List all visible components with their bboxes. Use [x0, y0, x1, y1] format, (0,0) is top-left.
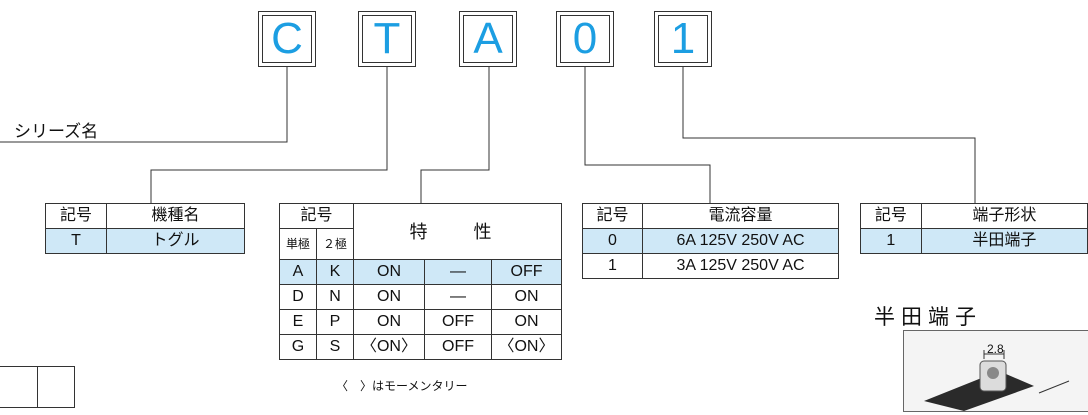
series-label: シリーズ名: [14, 122, 99, 142]
cell: G: [279, 334, 317, 360]
cell: 1: [582, 253, 643, 279]
code-box-1: C: [258, 11, 316, 67]
cell: 3A 125V 250V AC: [642, 253, 839, 279]
cell: 〈ON〉: [491, 334, 562, 360]
cell: ON: [353, 259, 425, 285]
table-row: 1 半田端子: [860, 228, 1088, 254]
solder-terminal-title: 半田端子: [874, 305, 982, 329]
cell: P: [316, 309, 354, 335]
header-symbol: 記号: [582, 203, 643, 229]
code-box-4: 0: [556, 11, 614, 67]
header-current: 電流容量: [642, 203, 839, 229]
header-terminal: 端子形状: [920, 203, 1088, 229]
line-characteristic: [420, 67, 490, 203]
cell: 半田端子: [920, 228, 1088, 254]
momentary-note: 〈 〉はモーメンタリー: [336, 379, 468, 393]
code-char: T: [373, 14, 401, 63]
header-symbol: 記号: [860, 203, 922, 229]
code-box-5: 1: [654, 11, 712, 67]
header-characteristic: 特 性: [353, 203, 562, 260]
cell: A: [279, 259, 317, 285]
cell: ON: [353, 284, 425, 310]
cell: —: [424, 284, 492, 310]
code-char: C: [271, 14, 303, 63]
header-model: 機種名: [106, 203, 245, 229]
cell: 0: [582, 228, 643, 254]
cell: 〈ON〉: [353, 334, 425, 360]
cell: K: [316, 259, 354, 285]
table-row: 1 3A 125V 250V AC: [582, 253, 839, 279]
product-code-diagram: C T A 0 1 シリーズ名 記号 機種名 T トグル 記号 特 性 単極 ２…: [0, 11, 1088, 412]
table-row: D N ON — ON: [279, 284, 562, 310]
cell: 6A 125V 250V AC: [642, 228, 839, 254]
cell: S: [316, 334, 354, 360]
header-symbol: 記号: [45, 203, 107, 229]
code-box-2: T: [358, 11, 416, 67]
cell: D: [279, 284, 317, 310]
characteristic-table: 記号 特 性 単極 ２極 A K ON — OFF D N ON — ON E …: [279, 203, 562, 360]
cell: トグル: [106, 228, 245, 254]
cell: N: [316, 284, 354, 310]
code-box-3: A: [459, 11, 517, 67]
header-double-pole: ２極: [316, 228, 354, 260]
terminal-table: 記号 端子形状 1 半田端子: [860, 203, 1088, 254]
cell: T: [45, 228, 107, 254]
cell: OFF: [424, 309, 492, 335]
model-table: 記号 機種名 T トグル: [45, 203, 245, 254]
table-row: A K ON — OFF: [279, 259, 562, 285]
line-terminal: [682, 67, 976, 203]
connector-lines: [0, 67, 976, 203]
cell: ON: [491, 309, 562, 335]
cell: OFF: [491, 259, 562, 285]
code-char: A: [473, 14, 503, 63]
header-single-pole: 単極: [279, 228, 317, 260]
cell: ON: [491, 284, 562, 310]
table-row: 0 6A 125V 250V AC: [582, 228, 839, 254]
cell: —: [424, 259, 492, 285]
partial-box: [0, 366, 75, 408]
line-model: [150, 67, 388, 203]
cell: E: [279, 309, 317, 335]
table-row: T トグル: [45, 228, 245, 254]
current-table: 記号 電流容量 0 6A 125V 250V AC 1 3A 125V 250V…: [582, 203, 839, 279]
line-current: [584, 67, 711, 203]
header-symbol: 記号: [279, 203, 354, 229]
code-char: 1: [670, 14, 696, 63]
dimension-label: 2.8: [987, 342, 1004, 356]
cell: OFF: [424, 334, 492, 360]
cell: 1: [860, 228, 922, 254]
table-row: E P ON OFF ON: [279, 309, 562, 335]
table-row: G S 〈ON〉 OFF 〈ON〉: [279, 334, 562, 360]
code-char: 0: [572, 14, 598, 63]
cell: ON: [353, 309, 425, 335]
